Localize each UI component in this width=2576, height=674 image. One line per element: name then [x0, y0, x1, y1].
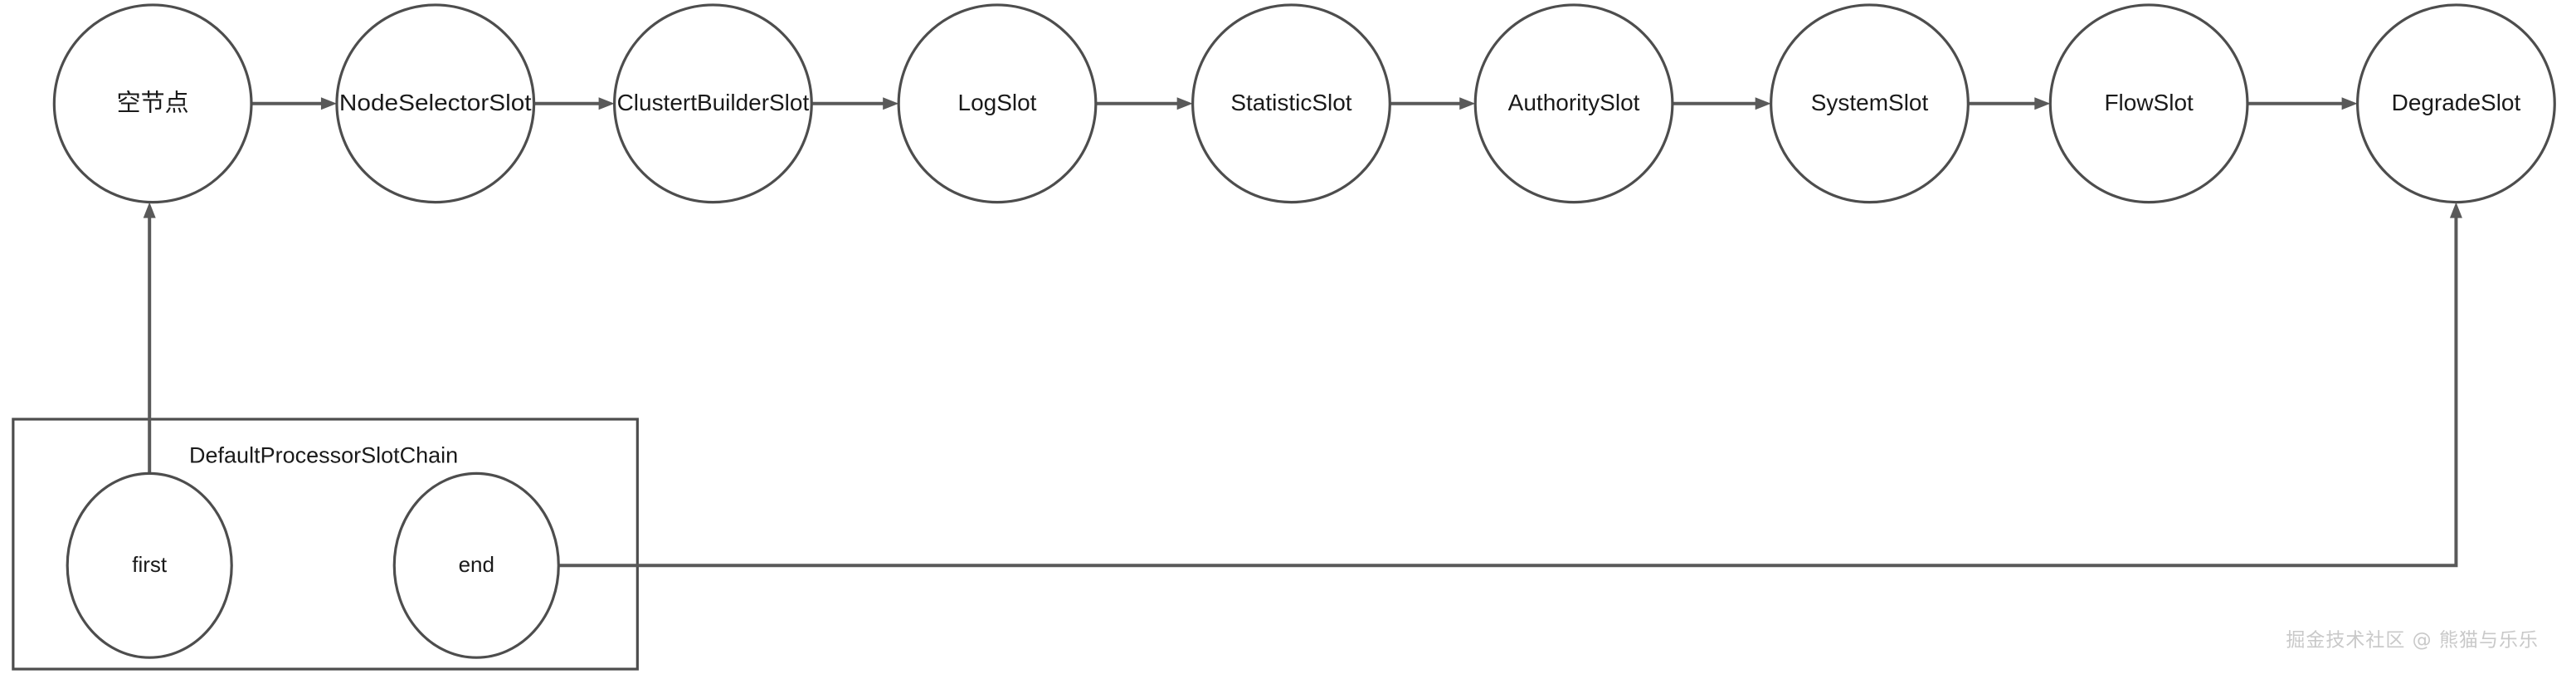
edge-clustert-to-log — [811, 97, 899, 110]
node-label-first-node: first — [132, 552, 168, 577]
chain-node-flow-slot[interactable]: FlowSlot — [2048, 3, 2249, 204]
group-nodes-layer: first end — [66, 471, 560, 659]
node-label-statistic-slot: StatisticSlot — [1230, 90, 1351, 115]
edge-first-to-empty — [143, 202, 156, 474]
chain-node-log-slot[interactable]: LogSlot — [897, 3, 1098, 204]
chain-node-statistic-slot[interactable]: StatisticSlot — [1191, 3, 1391, 204]
edge-first-to-empty-arrowhead — [143, 202, 156, 218]
edge-nodeselector-to-clustert-arrowhead — [598, 97, 615, 110]
node-label-authority-slot: AuthoritySlot — [1508, 90, 1640, 115]
edge-log-to-statistic — [1095, 97, 1193, 110]
node-label-degrade-slot: DegradeSlot — [2392, 90, 2521, 115]
group-box-label: DefaultProcessorSlotChain — [189, 443, 458, 468]
chain-node-system-slot[interactable]: SystemSlot — [1770, 3, 1970, 204]
edge-end-to-degrade-line — [558, 216, 2458, 568]
edge-authority-to-system-arrowhead — [1755, 97, 1771, 110]
node-label-empty-node: 空节点 — [117, 89, 189, 116]
node-circle-system-slot — [1770, 3, 1970, 204]
default-processor-slot-chain-group[interactable]: DefaultProcessorSlotChain — [12, 418, 639, 671]
node-circle-node-selector-slot — [335, 3, 536, 204]
edge-flow-to-degrade-arrowhead — [2341, 97, 2358, 110]
node-circle-end-node — [392, 471, 560, 659]
node-label-flow-slot: FlowSlot — [2104, 90, 2194, 115]
chain-nodes-layer: 空节点 NodeSelectorSlot ClustertBuilderSlot Lo… — [52, 3, 2556, 204]
chain-node-clustert-builder-slot[interactable]: ClustertBuilderSlot — [613, 3, 813, 204]
node-label-system-slot: SystemSlot — [1811, 90, 1929, 115]
edge-log-to-statistic-arrowhead — [1176, 97, 1193, 110]
watermark-label: 掘金技术社区 @ 熊猫与乐乐 — [2286, 630, 2539, 652]
node-circle-log-slot — [897, 3, 1098, 204]
group-box-outline — [12, 418, 639, 671]
node-circle-degrade-slot — [2356, 3, 2556, 204]
edge-empty-to-nodeselector-arrowhead — [320, 97, 337, 110]
node-circle-clustert-builder-slot — [613, 3, 813, 204]
node-label-node-selector-slot: NodeSelectorSlot — [339, 90, 532, 115]
group-node-end-node[interactable]: end — [392, 471, 560, 659]
chain-node-degrade-slot[interactable]: DegradeSlot — [2356, 3, 2556, 204]
edge-clustert-to-log-arrowhead — [883, 97, 899, 110]
edge-end-to-degrade-arrowhead — [2449, 202, 2462, 218]
group-node-first-node[interactable]: first — [66, 471, 233, 659]
edge-flow-to-degrade — [2247, 97, 2358, 110]
node-circle-statistic-slot — [1191, 3, 1391, 204]
edge-system-to-flow-arrowhead — [2034, 97, 2051, 110]
chain-node-authority-slot[interactable]: AuthoritySlot — [1473, 3, 1674, 204]
node-circle-authority-slot — [1473, 3, 1674, 204]
edge-authority-to-system — [1672, 97, 1771, 110]
node-circle-empty-node — [52, 3, 253, 204]
node-circle-first-node — [66, 471, 233, 659]
edge-empty-to-nodeselector — [251, 97, 337, 110]
node-label-end-node: end — [459, 552, 494, 577]
node-label-clustert-builder-slot: ClustertBuilderSlot — [617, 90, 810, 115]
node-label-log-slot: LogSlot — [958, 90, 1037, 115]
edge-statistic-to-authority-arrowhead — [1459, 97, 1476, 110]
edge-system-to-flow — [1968, 97, 2051, 110]
node-circle-flow-slot — [2048, 3, 2249, 204]
edge-statistic-to-authority — [1390, 97, 1476, 110]
chain-node-empty-node[interactable]: 空节点 — [52, 3, 253, 204]
edge-end-to-degrade — [558, 202, 2462, 568]
chain-node-node-selector-slot[interactable]: NodeSelectorSlot — [335, 3, 536, 204]
edge-nodeselector-to-clustert — [533, 97, 615, 110]
edges-layer — [143, 97, 2462, 568]
